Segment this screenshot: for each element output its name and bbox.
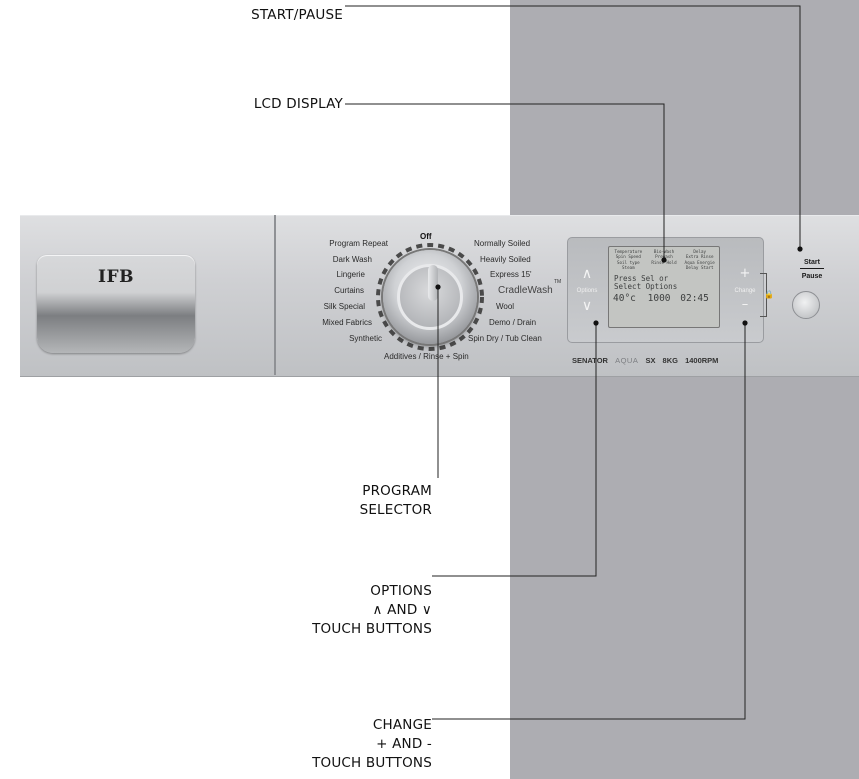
lcd-message-line-1: Press Sel or bbox=[614, 273, 669, 283]
model-word: SENATOR bbox=[572, 356, 608, 365]
lcd-option-text: Soil type bbox=[616, 259, 640, 265]
model-word: 8KG bbox=[662, 356, 678, 365]
callout-start-pause: START/PAUSE bbox=[251, 7, 343, 23]
detergent-drawer[interactable]: IFB bbox=[37, 255, 195, 353]
options-label: Options bbox=[576, 288, 598, 294]
change-plus-button[interactable]: + bbox=[739, 266, 751, 281]
program-label: Wool bbox=[496, 302, 515, 311]
lcd-display: Temperature Spin Speed Soil type Steam B… bbox=[608, 246, 720, 328]
lcd-spin-speed: 1000 bbox=[647, 292, 671, 304]
program-label: Silk Special bbox=[323, 302, 365, 311]
program-label: CradleWash bbox=[498, 285, 553, 296]
lock-icon: 🔒 bbox=[764, 290, 774, 299]
change-minus-button[interactable]: – bbox=[741, 297, 749, 312]
lcd-column: Bio-Wash Prewash Rinse Hold bbox=[647, 249, 682, 271]
callout-line: TOUCH BUTTONS bbox=[312, 621, 432, 637]
model-word: AQUA bbox=[615, 356, 639, 365]
callout-program-selector: PROGRAM SELECTOR bbox=[360, 482, 432, 520]
lcd-option-text: Delay Start bbox=[685, 265, 714, 271]
lcd-time: 02:45 bbox=[680, 292, 709, 304]
pause-label: Pause bbox=[801, 273, 823, 280]
child-lock-bracket bbox=[760, 273, 767, 317]
knob-face bbox=[397, 264, 463, 330]
program-label: Additives / Rinse + Spin bbox=[384, 352, 469, 361]
panel-divider bbox=[274, 215, 276, 375]
start-pause-label: Start Pause bbox=[796, 257, 828, 282]
model-word: 1400RPM bbox=[685, 356, 719, 365]
lcd-option-text: Aqua Energie bbox=[684, 259, 715, 265]
lcd-option-text: Extra Rinse bbox=[685, 254, 714, 260]
callout-line: SELECTOR bbox=[359, 502, 432, 518]
start-pause-button[interactable] bbox=[792, 291, 820, 319]
callout-line: TOUCH BUTTONS bbox=[312, 755, 432, 771]
touch-control-area: ∧ Options ∨ Temperature Spin Speed Soil … bbox=[567, 237, 764, 343]
model-word: SX bbox=[645, 356, 656, 365]
start-label: Start bbox=[804, 259, 820, 266]
callout-line: + AND - bbox=[376, 736, 432, 752]
gray-backdrop bbox=[510, 0, 859, 779]
lcd-option-text: Rinse Hold bbox=[651, 259, 677, 265]
change-label: Change bbox=[734, 288, 756, 294]
callout-line: ∧ AND ∨ bbox=[372, 602, 432, 618]
program-label: Curtains bbox=[334, 286, 364, 295]
program-label: Dark Wash bbox=[332, 255, 372, 264]
callout-line: CHANGE bbox=[372, 717, 432, 733]
lcd-column: Delay Extra Rinse Aqua Energie Delay Sta… bbox=[682, 249, 717, 271]
program-selector-knob[interactable] bbox=[383, 250, 477, 344]
callout-line: PROGRAM bbox=[362, 483, 432, 499]
callout-change: CHANGE + AND - TOUCH BUTTONS bbox=[312, 716, 432, 773]
options-down-button[interactable]: ∨ bbox=[581, 298, 593, 314]
program-label: Lingerie bbox=[336, 270, 365, 279]
lcd-option-text: Delay bbox=[693, 249, 706, 254]
trademark-mark: TM bbox=[554, 279, 562, 285]
model-name: SENATOR AQUA SX 8KG 1400RPM bbox=[572, 356, 723, 365]
start-pause-divider bbox=[800, 268, 824, 269]
lcd-message-line-2: Select Options bbox=[614, 281, 678, 291]
program-dial-area: Off Program Repeat Dark Wash Lingerie Cu… bbox=[300, 222, 560, 372]
program-label: Synthetic bbox=[349, 334, 382, 343]
program-label: Heavily Soiled bbox=[480, 255, 531, 264]
options-up-button[interactable]: ∧ bbox=[581, 266, 593, 282]
knob-grip bbox=[428, 265, 438, 301]
callout-options: OPTIONS ∧ AND ∨ TOUCH BUTTONS bbox=[312, 582, 432, 639]
lcd-temperature: 40°c bbox=[613, 292, 636, 304]
program-label: Express 15' bbox=[490, 270, 532, 279]
callout-line: OPTIONS bbox=[370, 583, 432, 599]
program-label: Mixed Fabrics bbox=[322, 318, 372, 327]
program-label: Demo / Drain bbox=[489, 318, 537, 327]
brand-logo: IFB bbox=[98, 267, 134, 287]
lcd-column: Temperature Spin Speed Soil type Steam bbox=[611, 249, 646, 271]
callout-lcd-display: LCD DISPLAY bbox=[253, 96, 343, 112]
lcd-option-text: Steam bbox=[622, 265, 635, 271]
lcd-status-row: 40°c 1000 02:45 bbox=[609, 293, 719, 304]
lcd-menu-grid: Temperature Spin Speed Soil type Steam B… bbox=[609, 247, 719, 271]
